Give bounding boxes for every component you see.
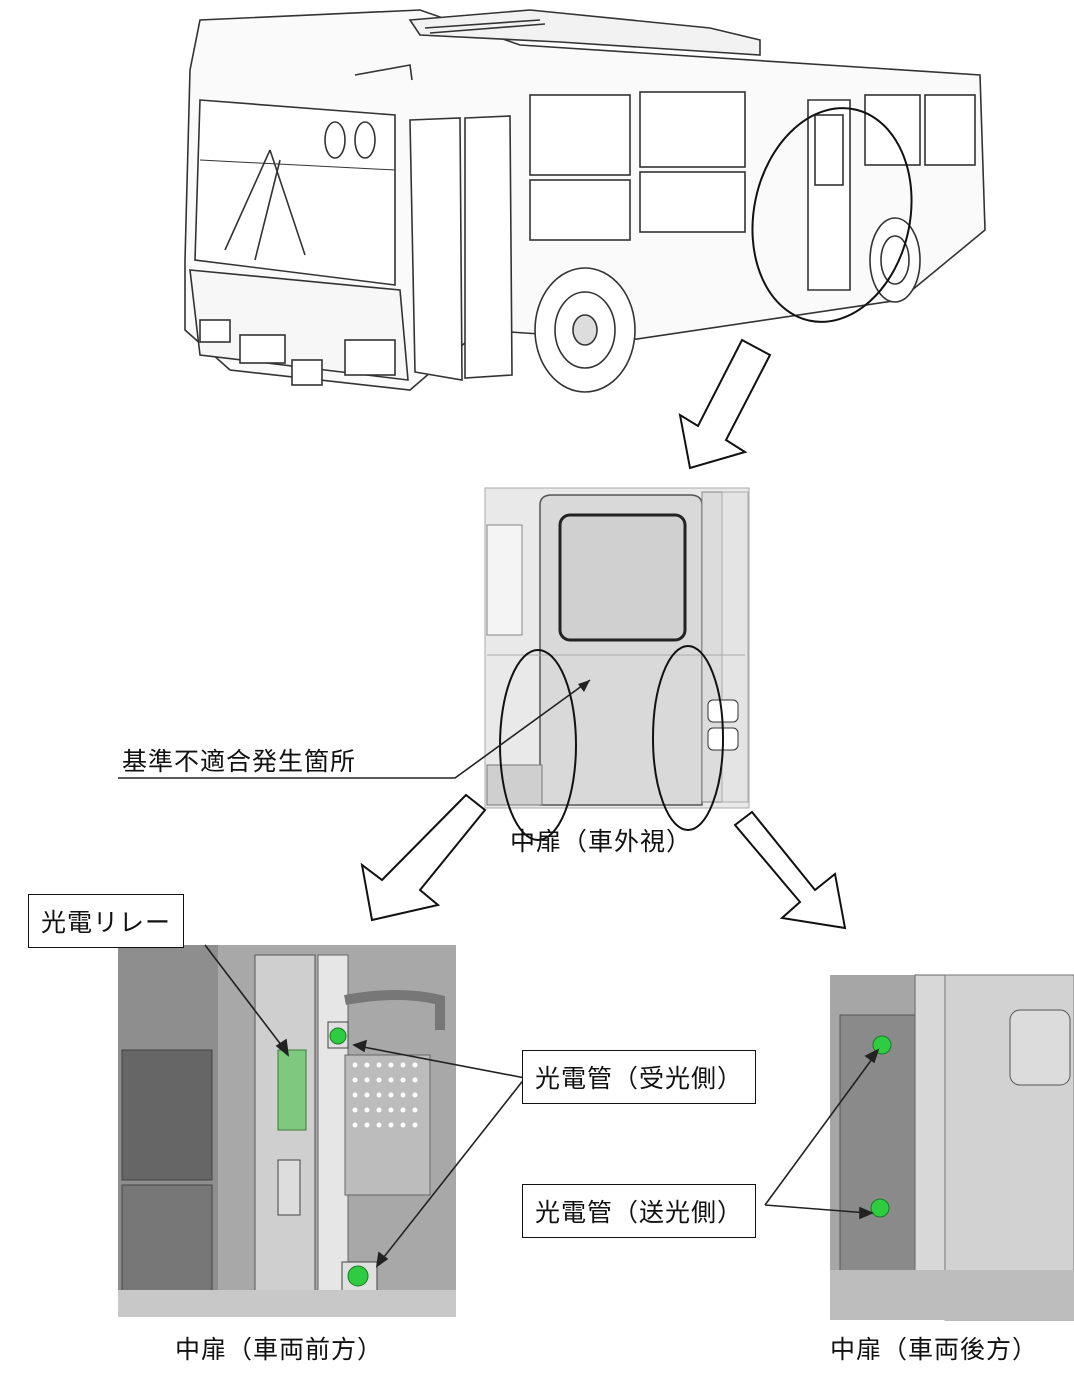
arrow-door-to-front — [360, 793, 487, 922]
label-nonconformity: 基準不適合発生箇所 — [122, 747, 357, 776]
receiver-sensor-top — [329, 1027, 347, 1045]
receiver-sensor-bottom — [347, 1265, 369, 1287]
label-photo-relay: 光電リレー — [28, 894, 185, 948]
emitter-sensor-bottom — [870, 1198, 890, 1218]
highlight-circle-center-door — [751, 107, 913, 323]
caption-door-front: 中扉（車両前方） — [175, 1335, 384, 1364]
photo-relay-board — [277, 1049, 307, 1131]
label-photo-tube-emitter: 光電管（送光側） — [522, 1184, 757, 1238]
highlight-oval-rear — [652, 645, 724, 831]
bus-illustration — [184, 9, 986, 393]
callout-lines — [204, 944, 880, 1268]
caption-door-rear: 中扉（車両後方） — [830, 1335, 1039, 1364]
arrow-door-to-rear — [733, 810, 847, 930]
caption-door-exterior: 中扉（車外視） — [510, 827, 693, 856]
door-rear-detail — [830, 974, 1074, 1321]
arrow-bus-to-door — [678, 338, 772, 470]
nonconformity-leader — [118, 679, 591, 779]
label-photo-tube-receiver: 光電管（受光側） — [522, 1050, 757, 1104]
door-front-detail — [118, 945, 456, 1317]
door-exterior-view — [484, 487, 750, 809]
